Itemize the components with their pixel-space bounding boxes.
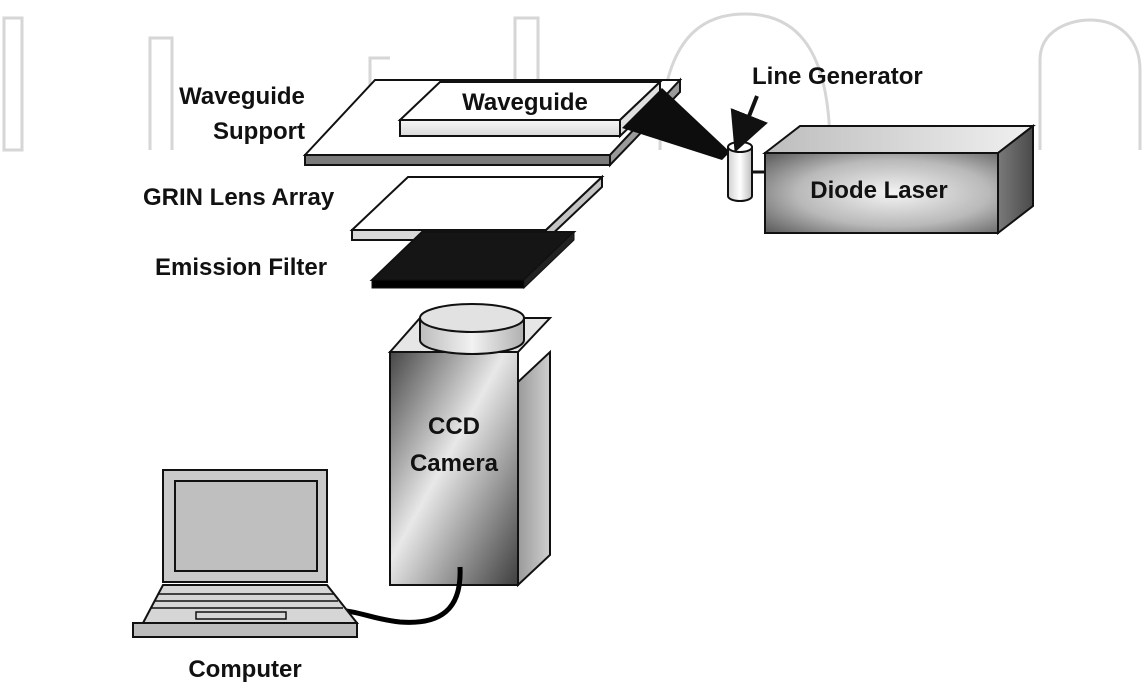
grin-lens-array-label: GRIN Lens Array <box>143 184 335 211</box>
diode-laser-icon <box>762 123 1036 236</box>
waveguide-support-label-line1: Waveguide <box>179 83 305 110</box>
emission-filter <box>369 230 577 290</box>
computer-label: Computer <box>188 656 301 683</box>
line-generator-label: Line Generator <box>752 63 923 90</box>
ccd-camera-label-line1: CCD <box>428 413 480 440</box>
waveguide-support-label-line2: Support <box>213 118 305 145</box>
ccd-camera-icon <box>387 303 553 588</box>
waveguide-label: Waveguide <box>462 89 588 116</box>
waveguide <box>397 79 663 139</box>
grin-lens-array <box>349 174 605 243</box>
diode-laser-label: Diode Laser <box>810 177 947 204</box>
ccd-camera-label-line2: Camera <box>410 450 499 477</box>
laptop-icon <box>132 469 360 638</box>
line-generator <box>727 141 768 202</box>
line-generator-arrow <box>730 95 768 153</box>
emission-filter-label: Emission Filter <box>155 254 327 281</box>
camera-cable <box>329 566 463 625</box>
laser-light-fan <box>622 88 730 160</box>
